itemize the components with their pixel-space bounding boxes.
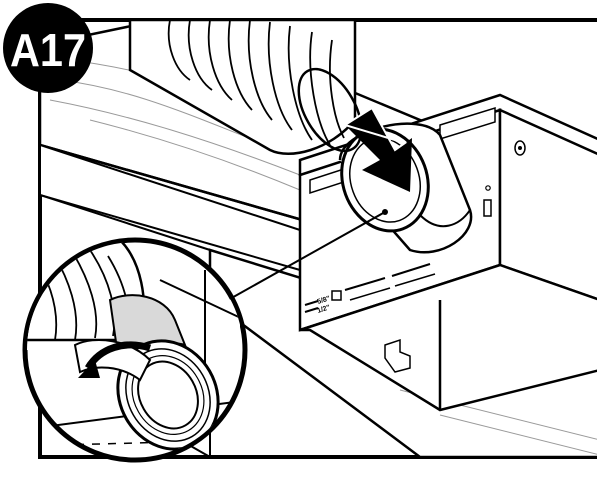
- flexible-duct: [128, 20, 363, 155]
- push-direction-arrow: [342, 106, 412, 192]
- dimension-label-bottom: 1/2": [316, 304, 331, 315]
- detail-leader-line: [227, 211, 386, 301]
- step-badge: A17: [3, 3, 93, 93]
- detail-inset: [22, 237, 248, 463]
- dimension-marker: 5/8" 1/2": [304, 295, 331, 315]
- step-number: A17: [10, 24, 86, 76]
- dimension-label-top: 5/8": [316, 295, 331, 306]
